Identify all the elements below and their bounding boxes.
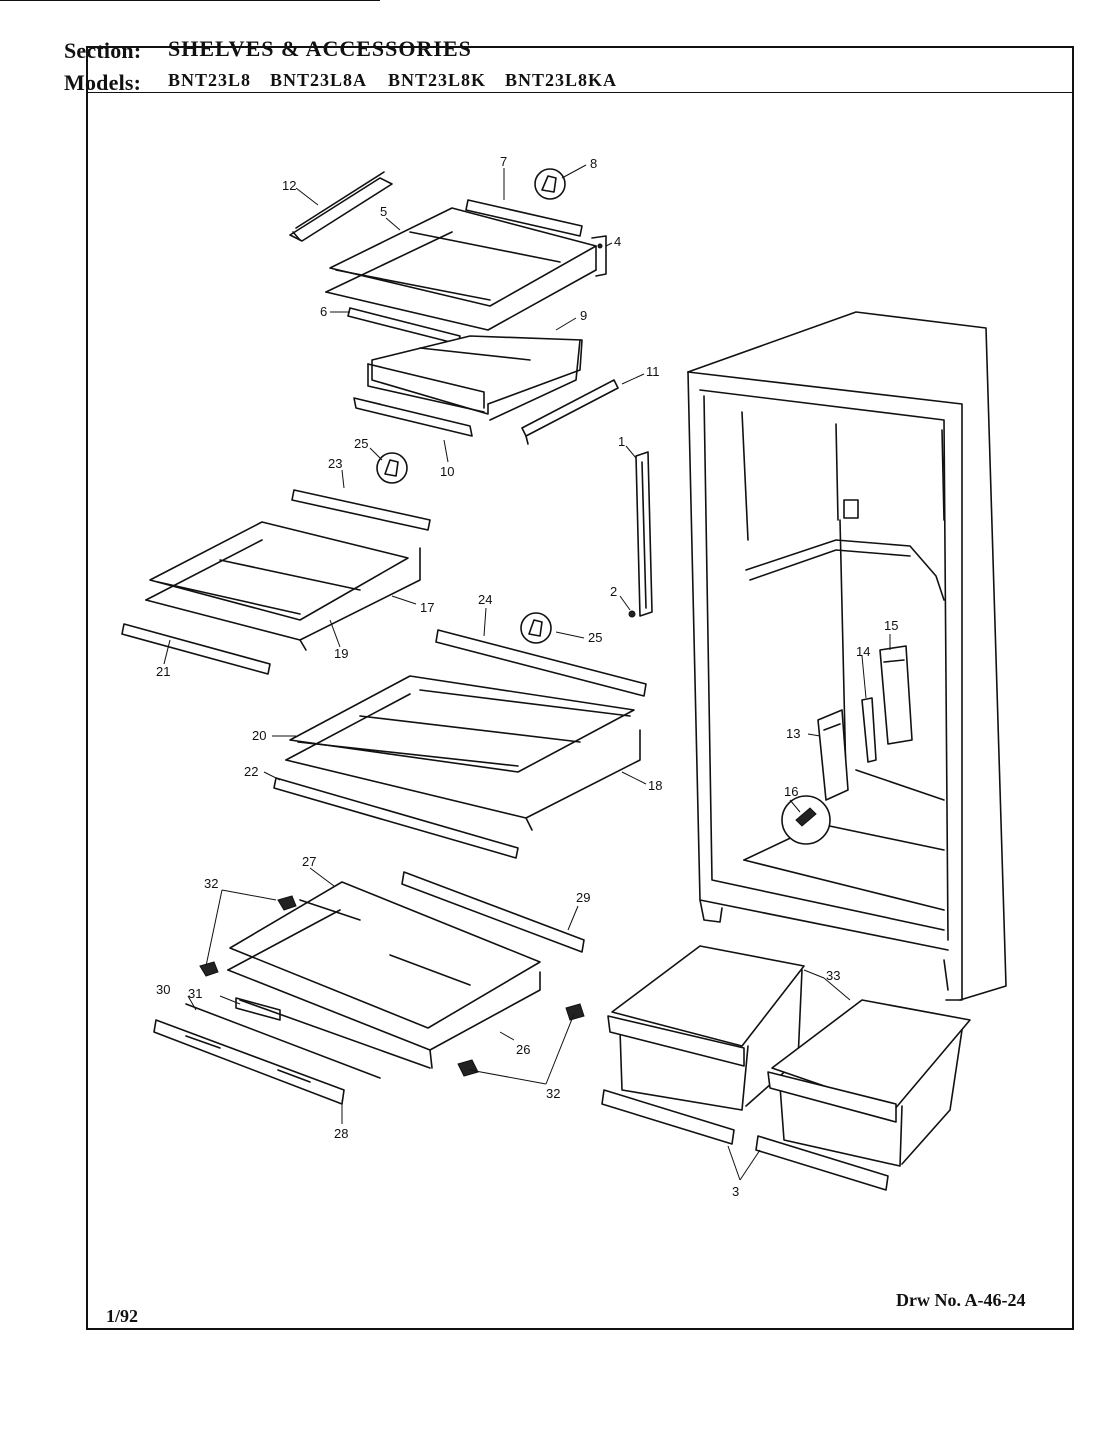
part-33-crisper-drawer-right: [767, 999, 971, 1167]
header-separator: [86, 92, 1074, 93]
callout-6: 6: [320, 304, 327, 319]
part-32-cover-brackets: [199, 895, 585, 1077]
part-11-rail: [521, 379, 619, 445]
top-rule: [0, 0, 380, 1]
callout-4: 4: [614, 234, 621, 249]
callout-23: 23: [328, 456, 342, 471]
callout-21: 21: [156, 664, 170, 679]
part-33-crisper-drawer-left: [607, 945, 805, 1111]
model-3: BNT23L8K: [388, 70, 487, 90]
callout-13: 13: [786, 726, 800, 741]
part-23-shelf-trim: [291, 489, 431, 531]
callout-25b: 25: [588, 630, 602, 645]
callout-18: 18: [648, 778, 662, 793]
model-2: BNT23L8A: [270, 70, 368, 90]
part-25b-clip-detail: [520, 612, 552, 644]
part-15-control-bracket: [879, 645, 913, 745]
part-16-screw-detail: [781, 795, 831, 845]
model-4: BNT23L8KA: [505, 70, 618, 90]
callout-29: 29: [576, 890, 590, 905]
part-12-shelf-rail: [289, 171, 393, 242]
callout-25: 25: [354, 436, 368, 451]
callout-8: 8: [590, 156, 597, 171]
part-19-glass-shelf: [149, 521, 409, 621]
callout-5: 5: [380, 204, 387, 219]
part-2-screw: [628, 610, 636, 618]
part-27-crisper-cover-glass: [229, 881, 541, 1029]
drawing-date: 1/92: [106, 1306, 139, 1326]
part-13-control-housing: [817, 709, 849, 801]
callout-1: 1: [618, 434, 625, 449]
callout-31: 31: [188, 986, 202, 1001]
callout-3: 3: [732, 1184, 739, 1199]
part-31-cover-rail: [235, 997, 281, 1021]
drawing-frame: [86, 46, 1074, 1330]
models-label: Models:: [64, 70, 142, 95]
part-26-cover-frame: [227, 909, 541, 1069]
part-28-cover-trim: [153, 1019, 345, 1105]
section-label: Section:: [64, 38, 142, 63]
callout-32a: 32: [204, 876, 218, 891]
callout-26: 26: [516, 1042, 530, 1057]
callout-labels: 12 7 8 5 4 6 9 11 10 1 2 25 23 17 19 21 …: [156, 154, 898, 1199]
callout-12: 12: [282, 178, 296, 193]
model-1: BNT23L8: [168, 70, 252, 90]
drawing-number: Drw No. A-46-24: [896, 1290, 1026, 1310]
callout-20: 20: [252, 728, 266, 743]
callout-11: 11: [646, 364, 660, 379]
part-25-clip-detail: [376, 452, 408, 484]
part-3-crisper-rails: [601, 1089, 889, 1191]
callout-27: 27: [302, 854, 316, 869]
part-18-shelf-frame: [285, 693, 641, 831]
callout-22: 22: [244, 764, 258, 779]
callout-15: 15: [884, 618, 898, 633]
callout-7: 7: [500, 154, 507, 169]
part-17-shelf-frame: [145, 539, 421, 651]
callout-33: 33: [826, 968, 840, 983]
callout-2: 2: [610, 584, 617, 599]
part-8-clip-detail: [534, 168, 566, 200]
callout-10: 10: [440, 464, 454, 479]
part-4-shelf-bracket: [591, 235, 607, 277]
part-5-top-shelf: [325, 207, 597, 331]
part-29-cover-trim: [401, 871, 585, 953]
part-14-sensor: [861, 697, 877, 763]
callout-9: 9: [580, 308, 587, 323]
part-21-shelf-trim: [121, 623, 271, 675]
part-24-shelf-trim: [435, 629, 647, 697]
refrigerator-cabinet: [687, 311, 1007, 1001]
section-title: SHELVES & ACCESSORIES: [168, 36, 472, 61]
callout-17: 17: [420, 600, 434, 615]
callout-14: 14: [856, 644, 870, 659]
part-6-shelf-trim: [347, 307, 461, 345]
part-30-cover-rail: [185, 1003, 381, 1079]
leader-lines: [163, 164, 891, 1181]
callout-28: 28: [334, 1126, 348, 1141]
part-20-glass-shelf: [289, 675, 635, 773]
callout-30: 30: [156, 982, 170, 997]
part-7-shelf-trim: [465, 199, 583, 237]
callout-24: 24: [478, 592, 492, 607]
part-1-shelf-ladder: [635, 451, 653, 617]
callout-16: 16: [784, 784, 798, 799]
callout-19: 19: [334, 646, 348, 661]
part-10-pan-trim: [353, 397, 473, 437]
callout-32b: 32: [546, 1086, 560, 1101]
part-22-shelf-trim: [273, 777, 519, 859]
part-9-pan: [367, 335, 583, 421]
